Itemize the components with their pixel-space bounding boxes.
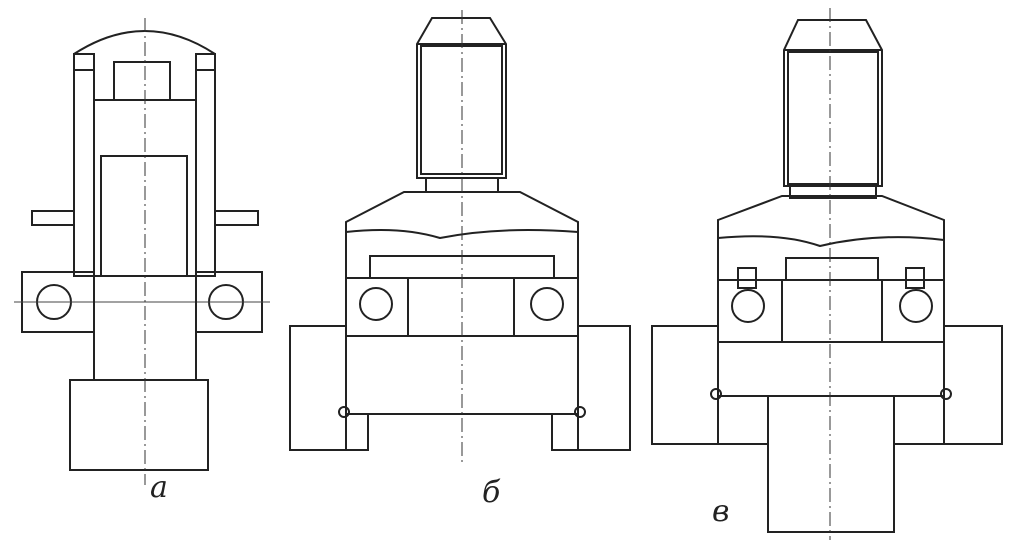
figure-v-base-right — [943, 325, 1003, 445]
figure-v-base-left — [651, 325, 719, 445]
figure-v-ball-left — [731, 289, 765, 323]
figure-a-sleeve-right — [195, 53, 216, 277]
figure-a-handle-right — [214, 210, 259, 226]
figure-v-knob-knurl — [787, 51, 879, 185]
figure-a-sleeve-left — [73, 53, 95, 277]
figure-v-recess — [785, 257, 879, 281]
figure-b-base-left — [289, 325, 347, 451]
figure-b-ball-right — [530, 287, 564, 321]
figure-b-base-right — [577, 325, 631, 451]
figure-a-cap — [73, 30, 216, 101]
figure-b-base-bottom-right — [551, 413, 579, 451]
figure-b-spindle — [407, 277, 515, 337]
figure-b-ball-left — [359, 287, 393, 321]
figure-v-base-step-right — [893, 395, 945, 445]
figure-v-plate — [717, 341, 945, 397]
figure-v-base-step-left — [717, 395, 769, 445]
figure-b-caption: б — [482, 475, 501, 510]
figure-b-drawing — [289, 10, 631, 462]
figure-a-handle-left — [31, 210, 75, 226]
figure-a-base — [69, 379, 209, 471]
figure-b-base-bottom-left — [345, 413, 369, 451]
figure-a-screw-head — [113, 61, 171, 101]
figure-v-neck — [789, 185, 877, 199]
figure-b-bearing-left — [345, 277, 409, 337]
figure-v-shaft — [767, 395, 895, 533]
figure-v-drawing — [651, 8, 1003, 540]
figure-v-knob — [783, 19, 883, 187]
figure-a-drawing — [14, 18, 270, 485]
figure-a-caption: а — [150, 470, 168, 505]
figure-v-ball-right — [899, 289, 933, 323]
figure-b-bearing-right — [513, 277, 579, 337]
figure-v-caption: в — [712, 494, 730, 529]
figure-v-spindle — [781, 279, 883, 343]
figure-a-inner-block — [100, 155, 188, 277]
figure-b-head-section — [345, 229, 579, 279]
